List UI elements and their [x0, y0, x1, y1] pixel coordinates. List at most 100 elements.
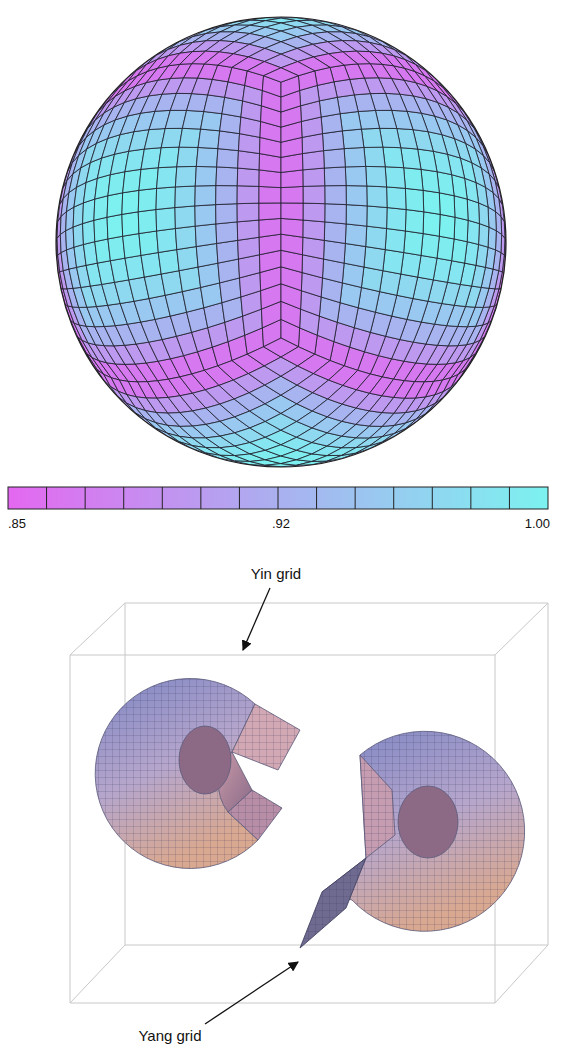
grid-cell: [281, 234, 303, 255]
grid-cell: [366, 166, 387, 186]
grid-cell: [303, 220, 325, 240]
grid-cell: [281, 203, 303, 220]
grid-cell: [195, 224, 216, 247]
grid-cell: [216, 167, 238, 186]
grid-cell: [259, 203, 281, 220]
grid-cell: [361, 128, 382, 147]
grid-cell: [358, 110, 379, 129]
grid-cell: [404, 231, 423, 255]
grid-cell: [395, 419, 417, 433]
grid-cell: [175, 186, 195, 208]
grid-cell: [387, 187, 406, 210]
grid-cell: [346, 186, 367, 206]
grid-cell: [324, 240, 346, 263]
grid-cell: [302, 151, 324, 170]
grid-cell: [345, 166, 366, 186]
grid-cell: [454, 217, 468, 241]
leader-arrow: [205, 962, 298, 1024]
grid-cell: [83, 220, 95, 244]
grid-cell: [327, 453, 356, 461]
grid-cell: [237, 186, 259, 204]
grid-cell: [237, 203, 259, 222]
grid-cell: [364, 147, 385, 167]
grid-cell: [179, 267, 200, 292]
grid-cell: [383, 147, 404, 168]
grid-cell: [421, 234, 439, 259]
grid-cell: [479, 224, 489, 248]
grid-cell: [157, 228, 177, 252]
grid-cell: [324, 167, 346, 186]
grid-cell: [346, 205, 367, 227]
grid-cell: [387, 208, 406, 231]
callout-label: Yin grid: [251, 566, 301, 583]
grid-cell: [107, 193, 123, 217]
grid-cell: [108, 236, 125, 260]
grid-cell: [238, 237, 260, 259]
grid-cell: [217, 149, 239, 168]
grid-cell: [325, 186, 347, 205]
grid-cell: [216, 222, 238, 244]
colorbar-divider: [200, 487, 201, 509]
grid-cell: [156, 187, 175, 210]
grid-cell: [405, 188, 423, 211]
leader-arrow: [243, 588, 270, 650]
grid-cell: [259, 218, 281, 237]
grid-cell: [380, 271, 401, 296]
grid-cell: [303, 186, 325, 204]
grid-cell: [401, 253, 421, 278]
grid-cell: [454, 196, 468, 221]
grid-cell: [303, 168, 325, 186]
grid-cell: [367, 186, 387, 208]
grid-cell: [237, 220, 259, 240]
colorbar-divider: [85, 487, 86, 509]
colorbar-divider: [123, 487, 124, 509]
grid-cell: [175, 166, 196, 186]
grid-cell: [157, 167, 177, 189]
grid-cell: [340, 112, 361, 131]
grid-cell: [439, 193, 455, 217]
grid-cell: [218, 131, 240, 151]
grid-cell: [345, 224, 366, 247]
grid-cell: [323, 131, 345, 151]
colorbar-divider: [432, 487, 433, 509]
grid-cell: [123, 169, 141, 192]
colorbar: [8, 487, 548, 509]
grid-cell: [344, 243, 366, 267]
colorbar-divider: [470, 487, 471, 509]
grid-cell: [405, 210, 423, 234]
grid-cell: [139, 231, 158, 255]
grid-cell: [182, 110, 203, 129]
colorbar-tick: .92: [272, 517, 290, 531]
colorbar-divider: [355, 487, 356, 509]
grid-cell: [367, 206, 387, 229]
grid-cell: [123, 234, 141, 259]
grid-cell: [120, 71, 137, 87]
grid-cell: [364, 247, 385, 271]
grid-cell: [196, 147, 218, 166]
grid-cell: [216, 204, 238, 224]
grid-cell: [303, 203, 325, 222]
grid-cell: [195, 205, 216, 227]
plot-box: [70, 603, 548, 1003]
grid-cell: [177, 247, 198, 271]
grid-cell: [107, 214, 123, 239]
grid-cell: [139, 168, 158, 191]
colorbar-divider: [316, 487, 317, 509]
yin-grid-shell: [95, 678, 300, 868]
grid-cell: [423, 212, 440, 236]
grid-cell: [122, 212, 139, 236]
grid-cell: [281, 186, 303, 203]
grid-cell: [302, 237, 324, 259]
grid-cell: [217, 240, 239, 263]
colorbar-divider: [162, 487, 163, 509]
grid-cell: [439, 214, 455, 239]
grid-cell: [281, 218, 303, 237]
grid-cell: [122, 190, 139, 214]
grid-cell: [259, 234, 281, 255]
cubed-sphere-globe: [56, 17, 506, 467]
grid-cell: [451, 370, 464, 387]
colorbar-divider: [393, 487, 394, 509]
grid-cell: [179, 128, 200, 147]
colorbar-divider: [239, 487, 240, 509]
grid-cell: [383, 250, 404, 274]
